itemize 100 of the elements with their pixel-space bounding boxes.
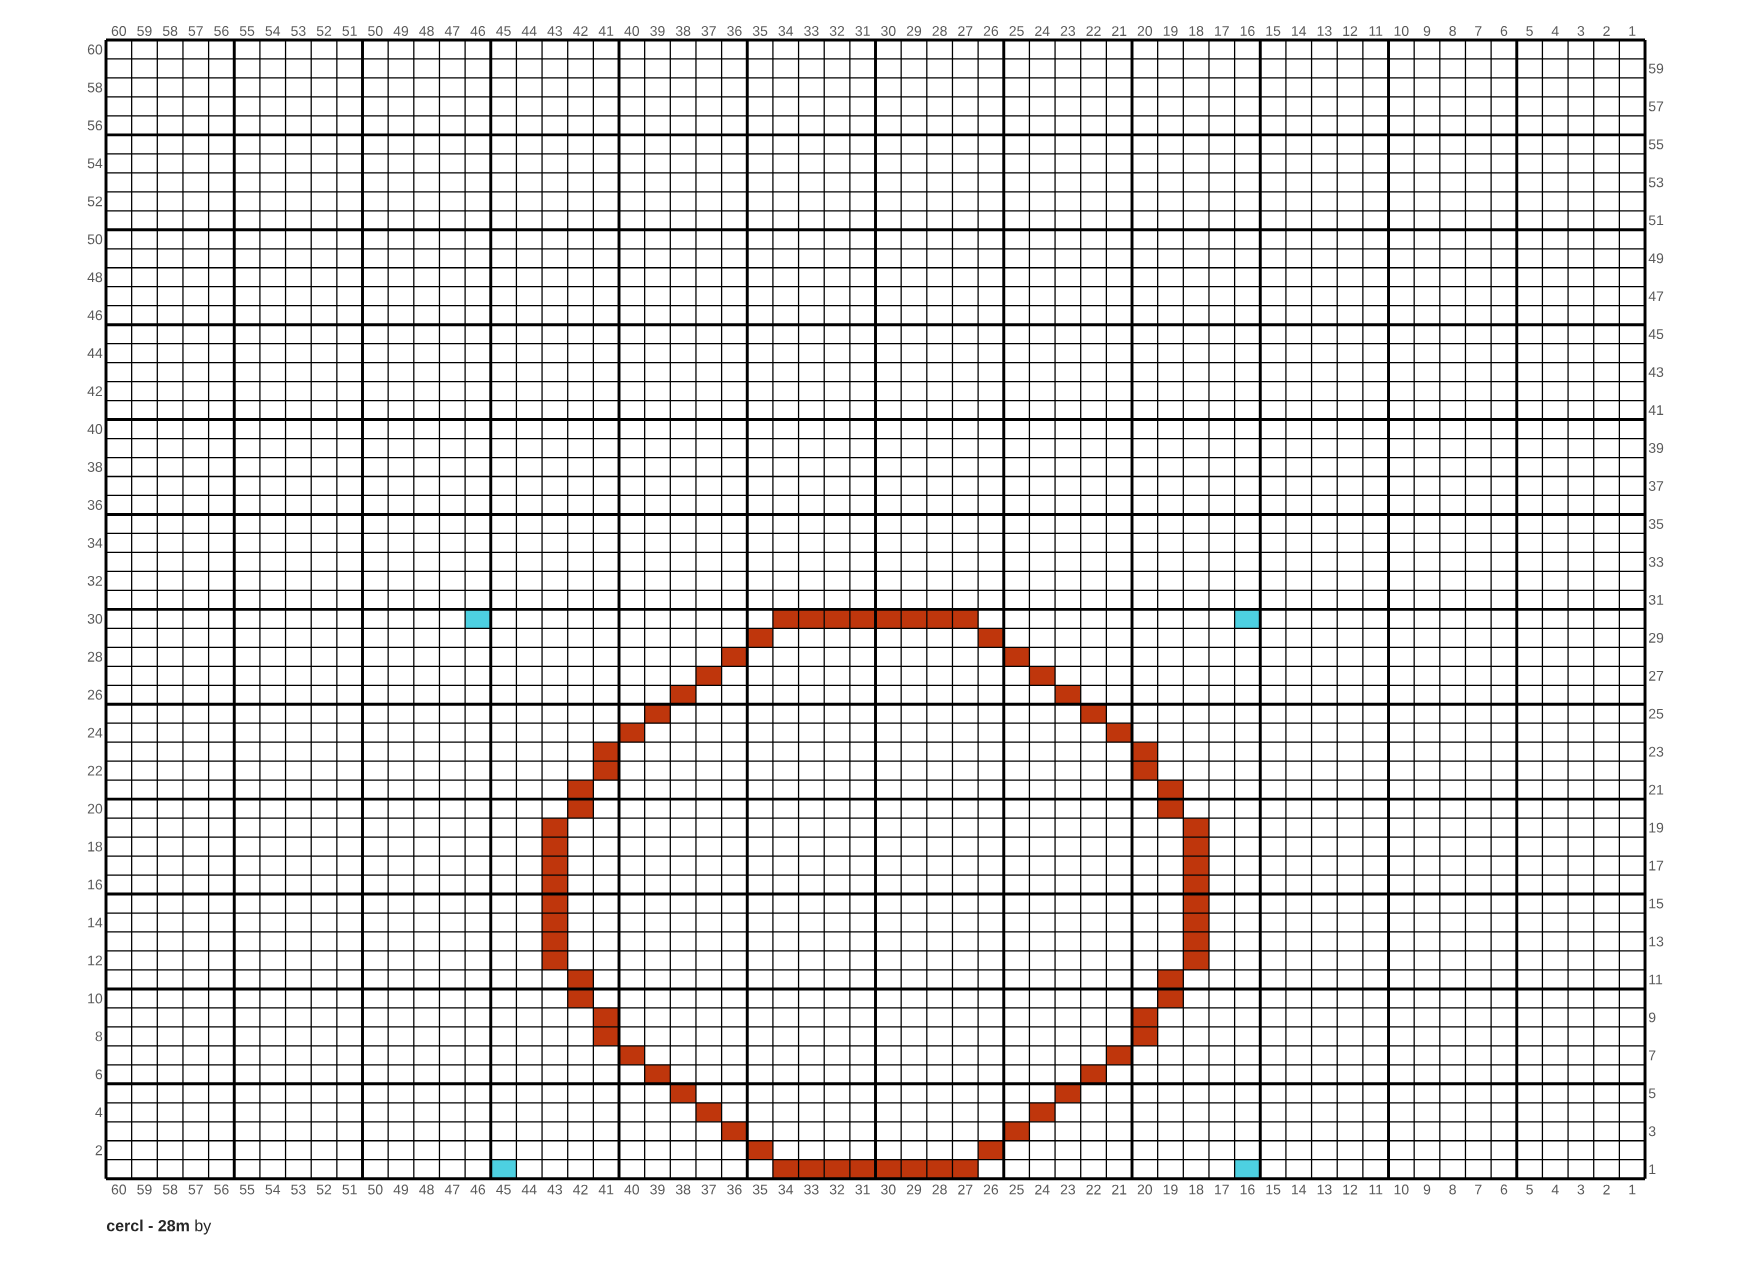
column-number: 49 xyxy=(393,26,409,36)
column-number: 47 xyxy=(444,1184,460,1195)
row-number: 2 xyxy=(95,1145,102,1156)
column-number: 29 xyxy=(906,1184,922,1195)
column-number: 13 xyxy=(1317,26,1332,36)
row-number: 4 xyxy=(95,1107,103,1118)
column-number: 28 xyxy=(932,26,947,36)
row-number: 22 xyxy=(87,765,102,776)
column-number: 10 xyxy=(1394,1184,1409,1195)
column-number: 52 xyxy=(316,1184,332,1195)
row-number: 52 xyxy=(87,196,102,207)
column-number: 53 xyxy=(291,26,306,36)
column-number: 20 xyxy=(1137,26,1153,36)
row-number: 38 xyxy=(87,462,103,472)
row-number: 40 xyxy=(87,424,103,435)
column-number: 16 xyxy=(1240,26,1255,36)
row-number: 27 xyxy=(1649,670,1664,681)
row-number: 18 xyxy=(88,841,103,852)
column-number: 27 xyxy=(958,1184,973,1195)
column-number: 24 xyxy=(1035,26,1050,36)
column-number: 34 xyxy=(778,26,794,36)
column-number: 25 xyxy=(1009,26,1024,36)
column-number: 2 xyxy=(1603,26,1610,36)
column-number: 31 xyxy=(855,1184,870,1195)
row-number: 3 xyxy=(1648,1126,1656,1137)
column-number: 56 xyxy=(214,26,229,36)
column-number: 44 xyxy=(521,26,537,36)
column-number: 4 xyxy=(1551,1184,1559,1195)
column-number: 22 xyxy=(1086,26,1101,36)
row-number: 58 xyxy=(87,82,103,93)
column-number: 48 xyxy=(419,1184,434,1195)
column-number: 9 xyxy=(1423,26,1431,36)
row-number: 57 xyxy=(1648,101,1664,112)
column-number: 15 xyxy=(1266,1184,1281,1195)
row-number: 21 xyxy=(1649,784,1664,795)
row-number: 15 xyxy=(1649,898,1664,909)
row-number: 39 xyxy=(1648,443,1664,453)
row-number: 17 xyxy=(1649,860,1664,871)
column-number: 11 xyxy=(1369,26,1383,36)
column-number: 24 xyxy=(1035,1184,1050,1195)
column-number: 49 xyxy=(393,1184,409,1195)
column-number: 5 xyxy=(1526,26,1533,36)
row-number: 16 xyxy=(88,879,103,890)
row-number: 35 xyxy=(1648,519,1664,529)
column-number: 22 xyxy=(1086,1184,1101,1195)
column-number: 35 xyxy=(752,26,768,36)
column-number: 35 xyxy=(752,1184,768,1195)
column-number: 60 xyxy=(111,26,127,36)
row-number: 13 xyxy=(1649,936,1664,947)
column-number: 17 xyxy=(1215,26,1229,36)
row-number: 28 xyxy=(87,651,103,662)
column-number: 31 xyxy=(855,26,870,36)
column-number: 59 xyxy=(137,1184,152,1195)
column-number: 9 xyxy=(1423,1184,1431,1195)
column-number: 3 xyxy=(1577,26,1585,36)
column-number: 53 xyxy=(291,1184,306,1195)
column-number: 8 xyxy=(1449,1184,1456,1195)
column-number: 7 xyxy=(1475,1184,1482,1195)
column-number: 47 xyxy=(444,26,460,36)
column-number: 50 xyxy=(368,1184,383,1195)
column-number: 23 xyxy=(1060,1184,1076,1195)
column-number: 46 xyxy=(470,26,486,36)
column-number: 4 xyxy=(1551,26,1559,36)
column-number: 20 xyxy=(1137,1184,1153,1195)
column-number: 1 xyxy=(1629,26,1636,36)
column-number: 41 xyxy=(598,26,614,36)
column-number: 33 xyxy=(804,1184,819,1195)
column-number: 17 xyxy=(1215,1184,1229,1195)
column-number: 44 xyxy=(521,1184,537,1195)
row-number: 44 xyxy=(87,348,103,358)
column-number: 38 xyxy=(675,1184,691,1195)
row-number: 45 xyxy=(1648,329,1664,340)
column-number: 34 xyxy=(778,1184,794,1195)
chart-title: cercl - 28m by xyxy=(106,1219,212,1235)
column-number: 55 xyxy=(239,26,255,36)
column-number: 58 xyxy=(162,26,178,36)
row-number: 1 xyxy=(1649,1164,1656,1175)
column-number: 10 xyxy=(1394,26,1409,36)
column-number: 60 xyxy=(111,1184,127,1195)
column-number: 18 xyxy=(1189,26,1204,36)
row-number: 36 xyxy=(87,500,103,510)
row-number: 50 xyxy=(87,234,103,245)
column-number: 19 xyxy=(1163,26,1178,36)
column-number: 21 xyxy=(1112,1184,1127,1195)
row-number: 20 xyxy=(87,803,103,814)
column-number: 5 xyxy=(1526,1184,1533,1195)
column-number: 23 xyxy=(1060,26,1076,36)
column-number: 38 xyxy=(675,26,691,36)
column-number: 7 xyxy=(1475,26,1482,36)
row-number: 41 xyxy=(1648,405,1664,415)
column-number: 54 xyxy=(265,26,281,36)
row-number: 37 xyxy=(1648,481,1664,491)
column-number: 51 xyxy=(342,26,357,36)
column-number: 3 xyxy=(1577,1184,1585,1195)
row-number: 19 xyxy=(1649,822,1664,833)
column-number: 43 xyxy=(547,26,563,36)
row-number: 55 xyxy=(1648,139,1664,150)
column-number: 6 xyxy=(1500,26,1508,36)
row-number: 47 xyxy=(1648,291,1664,302)
column-number: 36 xyxy=(727,26,742,36)
